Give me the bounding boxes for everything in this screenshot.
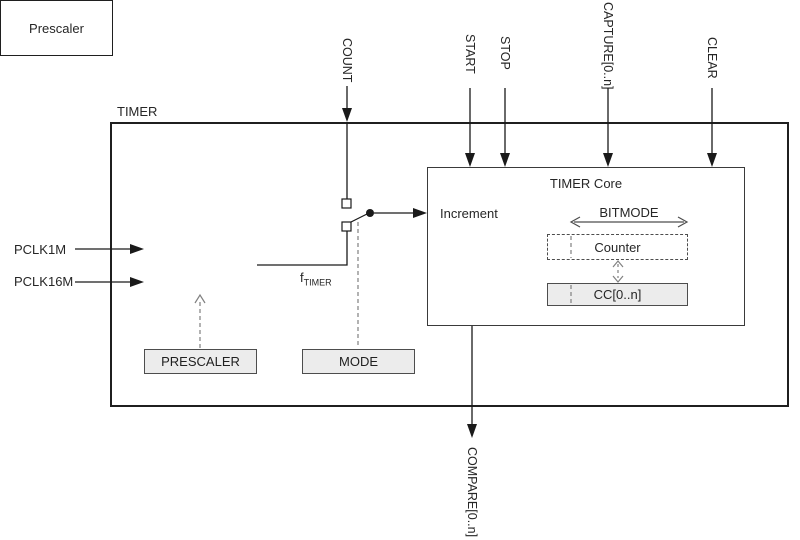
start-task-label: START <box>463 34 477 74</box>
timer-title: TIMER <box>117 104 158 119</box>
ftimer-base: f <box>300 270 304 285</box>
mode-register-label: MODE <box>339 354 378 369</box>
timer-outer-box <box>110 122 789 407</box>
increment-label: Increment <box>440 206 498 221</box>
pclk16m-label: PCLK16M <box>14 274 74 289</box>
pclk1m-label: PCLK1M <box>14 242 67 257</box>
bitmode-label: BITMODE <box>599 205 659 220</box>
ftimer-sub: TIMER <box>303 277 332 288</box>
stop-task-label: STOP <box>498 36 512 70</box>
clear-task-label: CLEAR <box>705 37 719 79</box>
capture-task-label: CAPTURE[0..n] <box>601 2 615 90</box>
timer-core-title: TIMER Core <box>549 176 623 191</box>
prescaler-register: PRESCALER <box>144 349 257 374</box>
ftimer-label: fTIMER <box>300 270 332 288</box>
count-task-label: COUNT <box>340 38 354 83</box>
cc-register-label: CC[0..n] <box>593 287 642 302</box>
mode-register: MODE <box>302 349 415 374</box>
counter-register: Counter <box>547 234 688 260</box>
counter-register-label: Counter <box>594 239 641 255</box>
prescaler-block-label: Prescaler <box>29 20 84 36</box>
compare-event-label: COMPARE[0..n] <box>465 447 479 538</box>
cc-register: CC[0..n] <box>547 283 688 306</box>
prescaler-block: Prescaler <box>0 0 113 56</box>
prescaler-register-label: PRESCALER <box>161 354 240 369</box>
